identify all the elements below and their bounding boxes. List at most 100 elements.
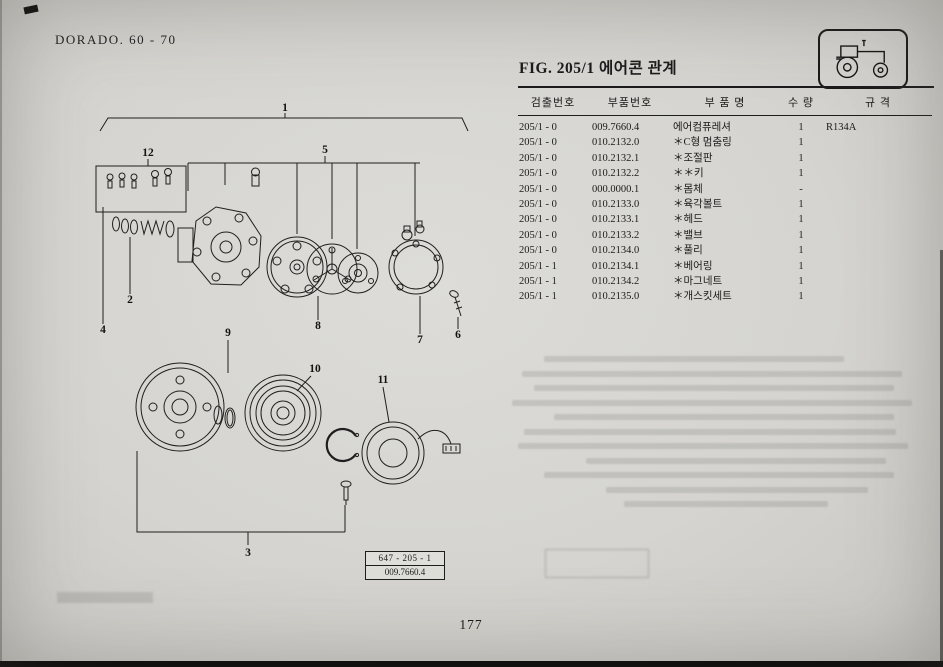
cell-qty: 1 <box>798 291 804 303</box>
cell-spec <box>824 151 932 166</box>
clutch-plates <box>266 236 379 298</box>
callout-label-4: 4 <box>100 324 106 336</box>
callout-label-3: 3 <box>245 547 251 559</box>
cell-part_no: 010.2132.0 <box>592 137 640 149</box>
cell-spec <box>824 197 932 212</box>
tractor-icon <box>818 29 908 89</box>
cell-qty: 1 <box>798 260 804 272</box>
field-coil <box>361 386 461 485</box>
washer-spring-stack <box>112 216 175 294</box>
cell-part_no: 010.2132.1 <box>592 152 640 164</box>
bleed-through-text <box>502 356 926 516</box>
cell-spec: R134A <box>826 122 857 133</box>
scan-edge-right <box>940 250 943 667</box>
callout-label-12: 12 <box>142 147 154 159</box>
mounting-hardware-group <box>95 159 187 213</box>
col-header-name: 부 품 명 <box>672 92 778 116</box>
bleed-through-box <box>545 549 649 578</box>
cell-spec <box>824 259 932 274</box>
callout-label-5: 5 <box>322 144 328 156</box>
callout-label-9: 9 <box>225 327 231 339</box>
cell-ref: 205/1 - 0 <box>519 245 557 257</box>
screw-6 <box>449 290 463 329</box>
cell-ref: 205/1 - 0 <box>519 168 557 180</box>
cell-spec <box>824 274 932 289</box>
assembly-bracket <box>99 113 469 132</box>
screw-bottom <box>340 480 352 505</box>
cell-name: ＊몸체 <box>673 183 703 195</box>
cell-qty: 1 <box>798 214 804 226</box>
table-header-row: 검출번호 부품번호 부 품 명 수 량 규 격 <box>518 92 932 116</box>
figure-title: FIG. 205/1 에어콘 관계 <box>519 60 678 77</box>
scan-edge-left <box>0 0 2 667</box>
lower-assembly-bracket <box>136 451 346 545</box>
figure-ref-box: 647 - 205 - 1 009.7660.4 <box>365 551 445 580</box>
cell-part_no: 010.2134.2 <box>592 276 640 288</box>
cell-ref: 205/1 - 0 <box>519 229 557 241</box>
parts-table-body: 205/1 - 0 009.7660.4 에어컴퓨레셔 1 R134A 205/1 - 0… <box>518 116 932 305</box>
cell-name: ＊풀리 <box>673 245 703 257</box>
scan-edge-bottom <box>0 661 943 667</box>
cell-part_no: 000.0000.1 <box>592 183 640 195</box>
cell-spec <box>824 135 932 150</box>
callout-label-6: 6 <box>455 329 461 341</box>
col-header-ref: 검출번호 <box>518 92 588 116</box>
callout-label-2: 2 <box>127 294 133 306</box>
cell-spec <box>824 243 932 258</box>
cell-part_no: 010.2134.0 <box>592 245 640 257</box>
cell-qty: - <box>799 183 803 195</box>
cell-name: ＊육각볼트 <box>673 199 723 211</box>
cell-name: 에어컴퓨레셔 <box>673 122 731 133</box>
drive-pulley <box>135 362 225 452</box>
cell-name: ＊조절판 <box>673 152 713 164</box>
cell-ref: 205/1 - 0 <box>519 183 557 195</box>
cell-qty: 1 <box>798 229 804 241</box>
table-row: 205/1 - 1 010.2134.1 ＊베어링 1 <box>518 259 932 274</box>
compressor-body <box>177 167 262 286</box>
cell-spec <box>824 289 932 304</box>
cell-name: ＊개스킷세트 <box>673 291 732 303</box>
cell-spec <box>824 166 932 181</box>
cell-part_no: 010.2134.1 <box>592 260 640 272</box>
cell-name: ＊C형 멈춤링 <box>673 137 732 149</box>
title-divider <box>518 86 934 88</box>
col-header-qty: 수 량 <box>778 92 824 116</box>
table-row: 205/1 - 0 000.0000.1 ＊몸체 - <box>518 182 932 197</box>
callout-label-7: 7 <box>417 334 423 346</box>
cell-spec <box>824 212 932 227</box>
cell-qty: 1 <box>798 276 804 288</box>
cell-ref: 205/1 - 0 <box>519 199 557 211</box>
bleed-through-stamp <box>57 592 153 603</box>
cell-ref: 205/1 - 0 <box>519 137 557 149</box>
sub-assembly-bracket <box>187 156 420 249</box>
cell-ref: 205/1 - 1 <box>519 291 557 303</box>
parts-table: 검출번호 부품번호 부 품 명 수 량 규 격 205/1 - 0 009.766… <box>518 92 932 305</box>
o-rings <box>213 405 236 429</box>
cell-qty: 1 <box>798 122 804 133</box>
page-number: 177 <box>459 617 483 632</box>
cell-part_no: 010.2133.1 <box>592 214 640 226</box>
tractor-glyph <box>836 39 889 79</box>
callout-label-8: 8 <box>315 320 321 332</box>
cell-ref: 205/1 - 1 <box>519 260 557 272</box>
cell-spec <box>824 228 932 243</box>
figure-ref-code: 647 - 205 - 1 <box>366 552 444 566</box>
cell-name: ＊베어링 <box>673 260 713 272</box>
cell-part_no: 009.7660.4 <box>592 122 640 133</box>
model-header: DORADO. 60 - 70 <box>55 32 177 47</box>
cell-qty: 1 <box>798 168 804 180</box>
cell-part_no: 010.2132.2 <box>592 168 640 180</box>
col-header-spec: 규 격 <box>824 92 932 116</box>
cell-name: ＊헤드 <box>673 214 703 226</box>
col-header-part-no: 부품번호 <box>588 92 672 116</box>
